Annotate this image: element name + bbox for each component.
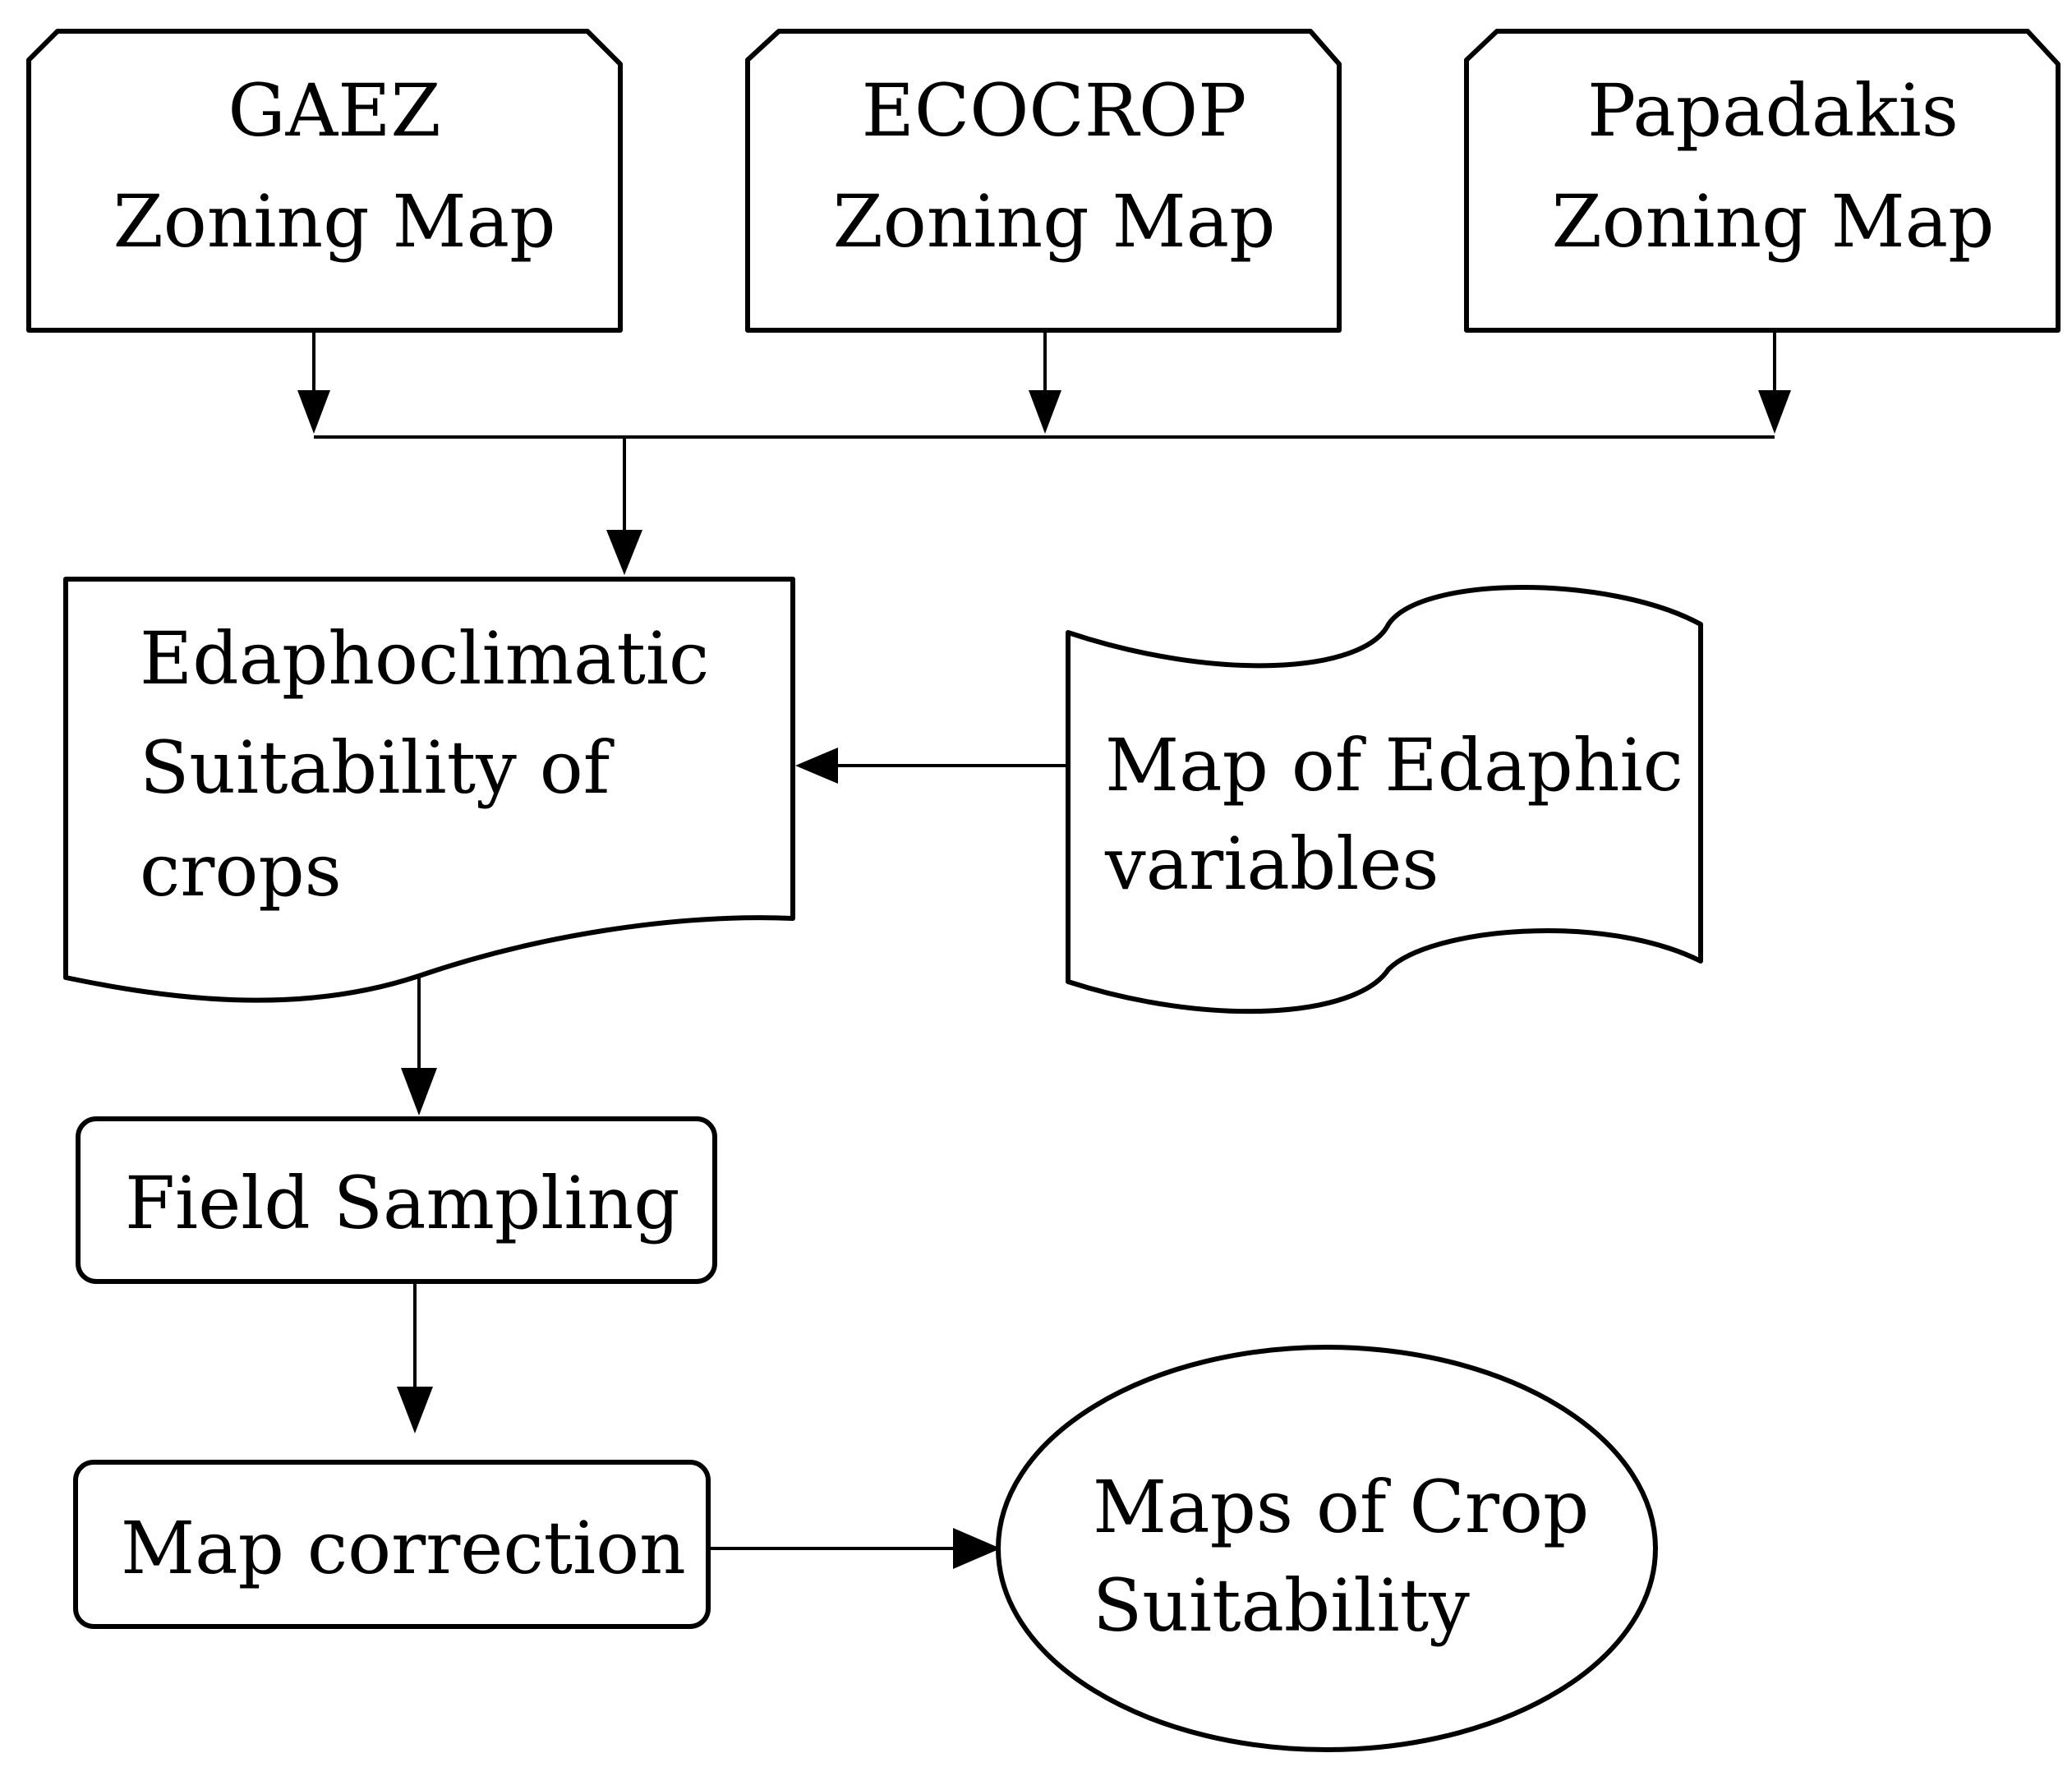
edaphic-variables-map-node: Map of Edaphic variables	[1066, 585, 1703, 1015]
gaez-label-line1: GAEZ	[228, 68, 440, 153]
suitability-to-sampling-arrowhead	[401, 1068, 437, 1116]
gaez-label-line2: Zoning Map	[113, 179, 556, 264]
edaphic-to-suitability-arrowhead	[795, 748, 838, 784]
papadakis-zoning-map-node: Papadakis Zoning Map	[1464, 29, 2060, 333]
gaez-arrowhead	[297, 390, 330, 434]
ecocrop-label-line1: ECOCROP	[862, 68, 1247, 153]
crop-suitability-maps-node: Maps of Crop Suitability	[996, 1345, 1658, 1752]
gaez-zoning-map-node: GAEZ Zoning Map	[26, 29, 623, 333]
ecocrop-zoning-map-node: ECOCROP Zoning Map	[745, 29, 1342, 333]
papadakis-label-line2: Zoning Map	[1552, 179, 1995, 264]
edaphoclimatic-suitability-node: Edaphoclimatic Suitability of crops	[63, 577, 795, 1003]
field-sampling-label: Field Sampling	[125, 1161, 680, 1245]
sampling-to-correction-arrowhead	[397, 1387, 433, 1433]
merge-connectors	[297, 330, 1791, 575]
crop-suitability-label-line1: Maps of Crop	[1093, 1465, 1589, 1549]
merge-arrowhead	[606, 530, 642, 575]
field-sampling-node: Field Sampling	[76, 1116, 717, 1284]
map-correction-node: Map correction	[73, 1460, 711, 1629]
correction-to-suitability-arrowhead	[953, 1528, 1001, 1569]
edaphoclimatic-label-line2: Suitability of	[140, 725, 615, 810]
edaphoclimatic-label-line1: Edaphoclimatic	[140, 616, 709, 701]
papadakis-label-line1: Papadakis	[1587, 68, 1959, 153]
map-correction-label: Map correction	[121, 1506, 686, 1590]
ecocrop-label-line2: Zoning Map	[833, 179, 1276, 264]
edaphic-label-line2: variables	[1104, 821, 1439, 906]
ecocrop-arrowhead	[1029, 390, 1061, 434]
papadakis-arrowhead	[1758, 390, 1791, 434]
edaphic-label-line1: Map of Edaphic	[1105, 723, 1683, 807]
edaphoclimatic-label-line3: crops	[140, 828, 342, 913]
crop-suitability-label-line2: Suitability	[1093, 1563, 1470, 1648]
